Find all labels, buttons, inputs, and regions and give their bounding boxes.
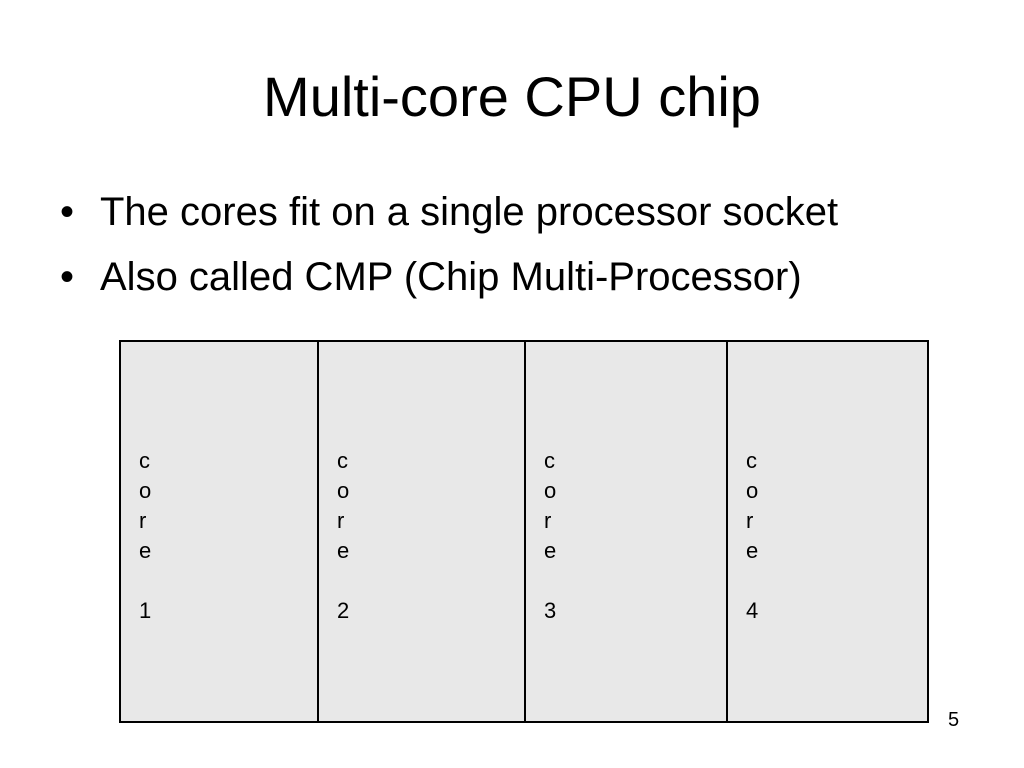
core-3-label: c o r e 3 bbox=[544, 448, 557, 623]
bullet-item: • Also called CMP (Chip Multi-Processor) bbox=[60, 253, 838, 318]
core-1-label: c o r e 1 bbox=[139, 448, 152, 623]
page-number: 5 bbox=[948, 709, 960, 731]
slide-title: Multi-core CPU chip bbox=[263, 65, 761, 128]
core-4-box: c o r e 4 bbox=[726, 342, 927, 721]
core-1-box: c o r e 1 bbox=[121, 342, 317, 721]
bullet-icon: • bbox=[60, 190, 75, 234]
core-4-label: c o r e 4 bbox=[746, 448, 759, 623]
bullet-list: • The cores fit on a single processor so… bbox=[60, 188, 838, 318]
cpu-chip-diagram: c o r e 1 c o r e 2 c o r e 3 c o r e 4 bbox=[119, 340, 929, 723]
core-2-label: c o r e 2 bbox=[337, 448, 350, 623]
bullet-text: Also called CMP (Chip Multi-Processor) bbox=[100, 255, 802, 299]
core-2-box: c o r e 2 bbox=[317, 342, 524, 721]
bullet-icon: • bbox=[60, 255, 75, 299]
core-3-box: c o r e 3 bbox=[524, 342, 726, 721]
bullet-item: • The cores fit on a single processor so… bbox=[60, 188, 838, 253]
bullet-text: The cores fit on a single processor sock… bbox=[100, 190, 839, 234]
